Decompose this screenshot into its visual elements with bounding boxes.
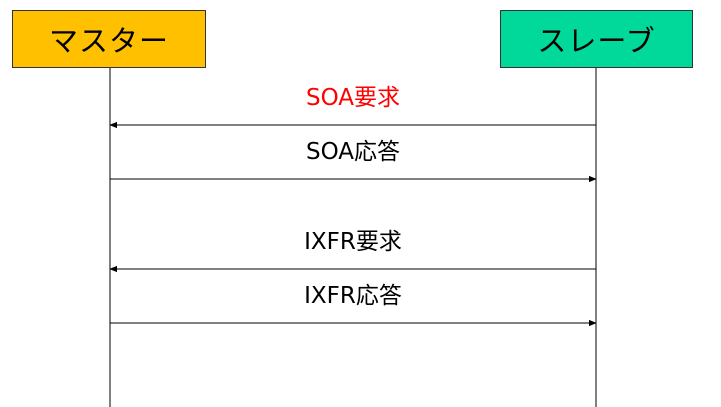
ixfr-request-label: IXFR要求	[304, 229, 402, 255]
soa-response-label: SOA応答	[305, 139, 401, 165]
soa-request-label: SOA要求	[305, 85, 401, 111]
ixfr-response-label: IXFR応答	[304, 283, 402, 309]
slave-actor-box: スレーブ	[500, 10, 693, 68]
master-actor-label: マスター	[48, 24, 169, 58]
master-actor-box: マスター	[12, 10, 206, 68]
slave-actor-label: スレーブ	[537, 24, 656, 58]
